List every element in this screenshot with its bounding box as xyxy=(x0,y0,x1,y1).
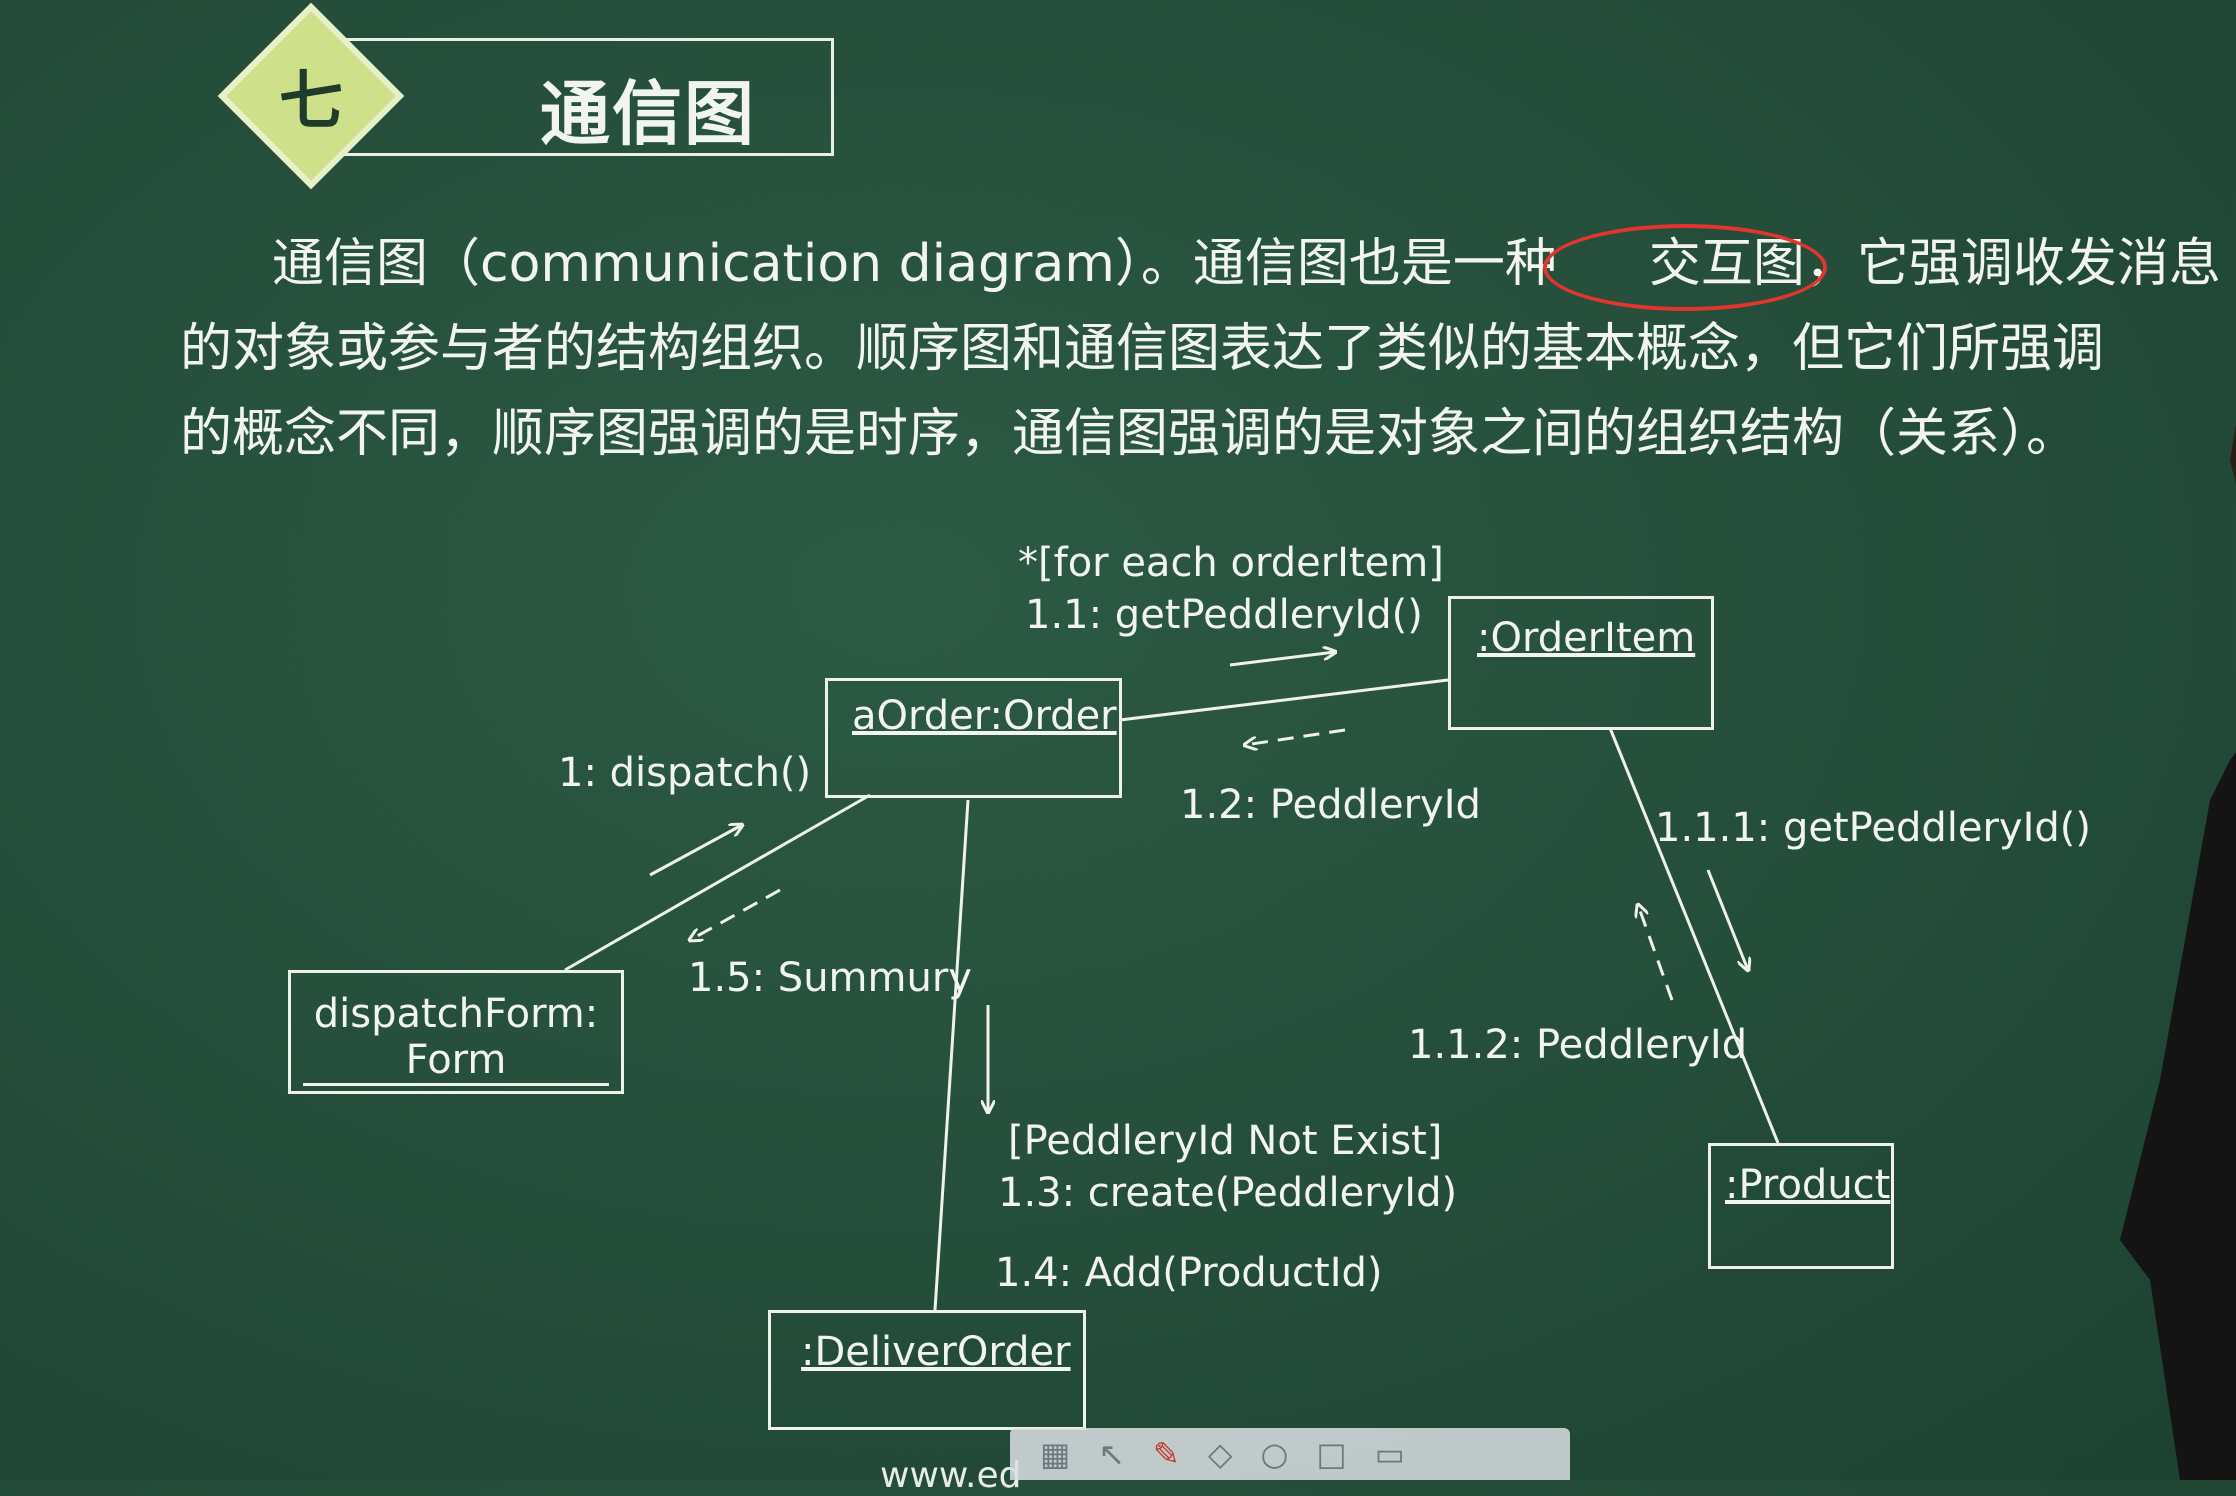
grid-icon[interactable]: ▦ xyxy=(1040,1435,1071,1473)
arrow-1 xyxy=(649,825,742,877)
message-1-1-1: 1.1.1: getPeddleryId() xyxy=(1655,805,2091,851)
object-deliverorder: :DeliverOrder xyxy=(768,1310,1086,1430)
presenter-silhouette xyxy=(2120,424,2236,1480)
arrow-1-1-2 xyxy=(1638,905,1674,1001)
object-dispatchform: dispatchForm: Form xyxy=(288,970,624,1094)
object-product-label: :Product xyxy=(1725,1162,1891,1208)
message-1-4: 1.4: Add(ProductId) xyxy=(995,1250,1383,1296)
crop-icon[interactable]: □ xyxy=(1316,1435,1347,1473)
object-orderitem: :OrderItem xyxy=(1448,596,1714,730)
paragraph-line-1: 通信图（communication diagram）。通信图也是一种交互图，它强… xyxy=(180,222,2230,311)
annotation-toolbar: ▦ ↖ ✎ ◇ ○ □ ▭ xyxy=(1010,1428,1570,1480)
object-deliverorder-label: :DeliverOrder xyxy=(801,1329,1071,1375)
zoom-icon[interactable]: ○ xyxy=(1260,1435,1289,1473)
presenter-figure xyxy=(2120,380,2236,1480)
message-1-3-guard: [PeddleryId Not Exist] xyxy=(1008,1118,1443,1164)
object-aorder-label: aOrder:Order xyxy=(852,693,1117,739)
message-1-1: 1.1: getPeddleryId() xyxy=(1025,592,1423,638)
arrow-1-2 xyxy=(1245,728,1346,745)
eraser-icon[interactable]: ◇ xyxy=(1207,1435,1233,1473)
object-aorder: aOrder:Order xyxy=(825,678,1122,798)
footer-url: www.ed xyxy=(880,1455,1022,1496)
object-dispatchform-label-1: dispatchForm: xyxy=(313,991,599,1037)
object-product: :Product xyxy=(1708,1143,1894,1269)
line1-post: ，它强调收发消息 xyxy=(1804,234,2221,294)
message-1-5: 1.5: Summury xyxy=(688,955,972,1001)
highlighted-term: 交互图 xyxy=(1542,222,1827,311)
section-number: 七 xyxy=(279,65,343,139)
link-order-orderitem xyxy=(1119,678,1449,722)
link-order-deliver xyxy=(933,799,970,1311)
link-form-order xyxy=(564,793,871,972)
message-1-3: 1.3: create(PeddleryId) xyxy=(998,1170,1458,1216)
arrow-1-5 xyxy=(690,888,781,940)
object-dispatchform-label-2: Form xyxy=(303,1037,609,1086)
paragraph-line-2: 的对象或参与者的结构组织。顺序图和通信图表达了类似的基本概念，但它们所强调 xyxy=(180,319,2105,379)
message-1-2: 1.2: PeddleryId xyxy=(1180,782,1481,828)
page-title: 通信图 xyxy=(540,73,756,155)
arrow-1-1 xyxy=(1229,652,1335,667)
cursor-icon[interactable]: ↖ xyxy=(1098,1435,1126,1473)
message-1-1-guard: *[for each orderItem] xyxy=(1018,540,1444,586)
link-orderitem-product xyxy=(1608,727,1780,1144)
screen-icon[interactable]: ▭ xyxy=(1374,1435,1405,1473)
line1-pre: 通信图（communication diagram）。通信图也是一种 xyxy=(272,234,1557,294)
message-1-1-2: 1.1.2: PeddleryId xyxy=(1408,1022,1748,1068)
pen-icon[interactable]: ✎ xyxy=(1153,1435,1180,1473)
arrow-1-1-1 xyxy=(1706,869,1748,970)
message-1: 1: dispatch() xyxy=(558,750,812,796)
paragraph-line-3: 的概念不同，顺序图强调的是时序，通信图强调的是对象之间的组织结构（关系）。 xyxy=(180,404,2079,464)
object-orderitem-label: :OrderItem xyxy=(1477,615,1696,661)
